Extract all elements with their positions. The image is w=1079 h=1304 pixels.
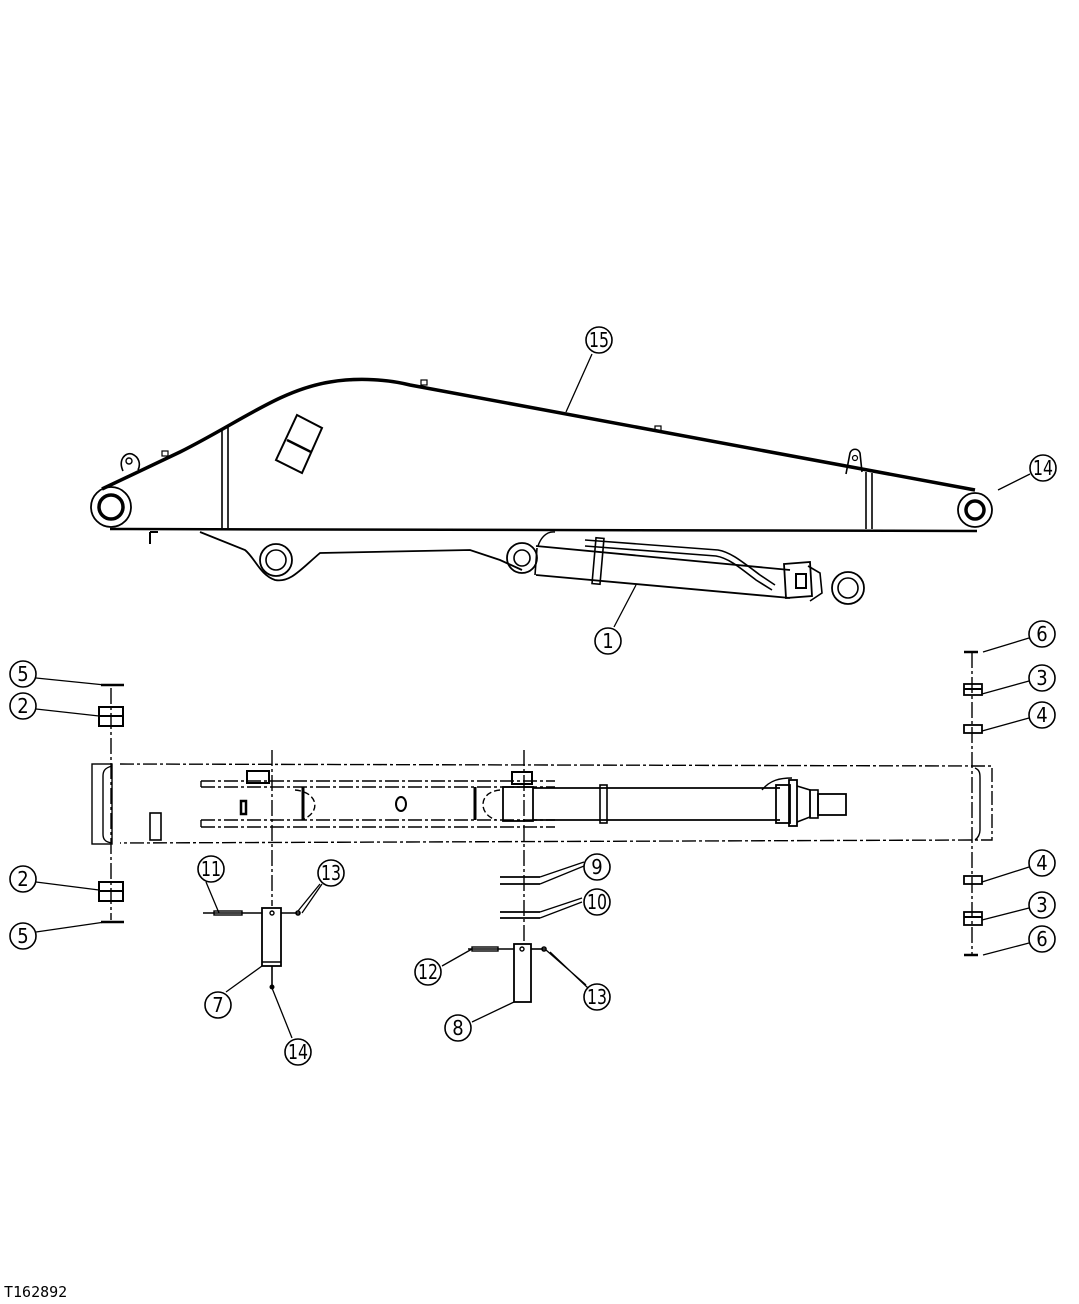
svg-text:13: 13: [587, 985, 607, 1009]
svg-text:6: 6: [1036, 622, 1047, 646]
callout-14: 14: [1029, 454, 1057, 482]
svg-text:2: 2: [17, 867, 28, 891]
callout-3: 3: [1028, 664, 1056, 692]
boom-cylinder-side: [506, 531, 865, 605]
svg-text:5: 5: [17, 662, 28, 686]
callout-10: 10: [583, 888, 611, 916]
svg-text:4: 4: [1036, 703, 1047, 727]
boom-foot-pin-outer: [90, 486, 132, 528]
svg-text:9: 9: [591, 855, 602, 879]
svg-text:3: 3: [1036, 893, 1047, 917]
boom-tip-pin-inner: [964, 499, 986, 521]
svg-text:11: 11: [201, 857, 221, 881]
callout-15: 15: [585, 326, 613, 354]
callout-1: 1: [594, 627, 622, 655]
svg-text:6: 6: [1036, 927, 1047, 951]
pin-7-assembly: [203, 907, 301, 990]
callout-14: 14: [284, 1038, 312, 1066]
decal-plate: [274, 413, 324, 475]
boom-bottom-plate: [109, 527, 978, 533]
leader-lines: [35, 353, 1031, 1039]
callout-9: 9: [583, 853, 611, 881]
svg-text:3: 3: [1036, 666, 1047, 690]
svg-text:12: 12: [418, 960, 438, 984]
callout-13: 13: [317, 859, 345, 887]
callout-4: 4: [1028, 701, 1056, 729]
callout-8: 8: [444, 1014, 472, 1042]
svg-text:5: 5: [17, 924, 28, 948]
right-pin-hardware: [963, 650, 983, 957]
pin-8-assembly: [468, 876, 547, 1003]
callout-13: 13: [583, 983, 611, 1011]
svg-text:2: 2: [17, 694, 28, 718]
callout-6: 6: [1028, 620, 1056, 648]
boom-foot-pin-inner: [97, 493, 125, 521]
boom-lower-bracket: [199, 531, 523, 582]
callout-2: 2: [9, 865, 37, 893]
figure-id-label: T162892: [4, 1283, 68, 1301]
callout-11: 11: [197, 855, 225, 883]
boom-top-plate: [101, 377, 976, 492]
callout-5: 5: [9, 660, 37, 688]
svg-text:15: 15: [589, 328, 609, 352]
svg-text:14: 14: [1033, 456, 1053, 480]
callout-12: 12: [414, 958, 442, 986]
svg-text:4: 4: [1036, 851, 1047, 875]
svg-text:14: 14: [288, 1040, 308, 1064]
boom-side-view: [90, 377, 993, 582]
callout-5: 5: [9, 922, 37, 950]
callout-6: 6: [1028, 925, 1056, 953]
svg-text:7: 7: [212, 993, 223, 1017]
callout-7: 7: [204, 991, 232, 1019]
svg-text:8: 8: [452, 1016, 463, 1040]
svg-text:13: 13: [321, 861, 341, 885]
boom-tip-pin-outer: [957, 492, 993, 528]
callout-3: 3: [1028, 891, 1056, 919]
callout-2: 2: [9, 692, 37, 720]
svg-text:1: 1: [602, 629, 613, 653]
callout-4: 4: [1028, 849, 1056, 877]
boom-top-view: [91, 763, 993, 845]
svg-text:10: 10: [587, 890, 607, 914]
